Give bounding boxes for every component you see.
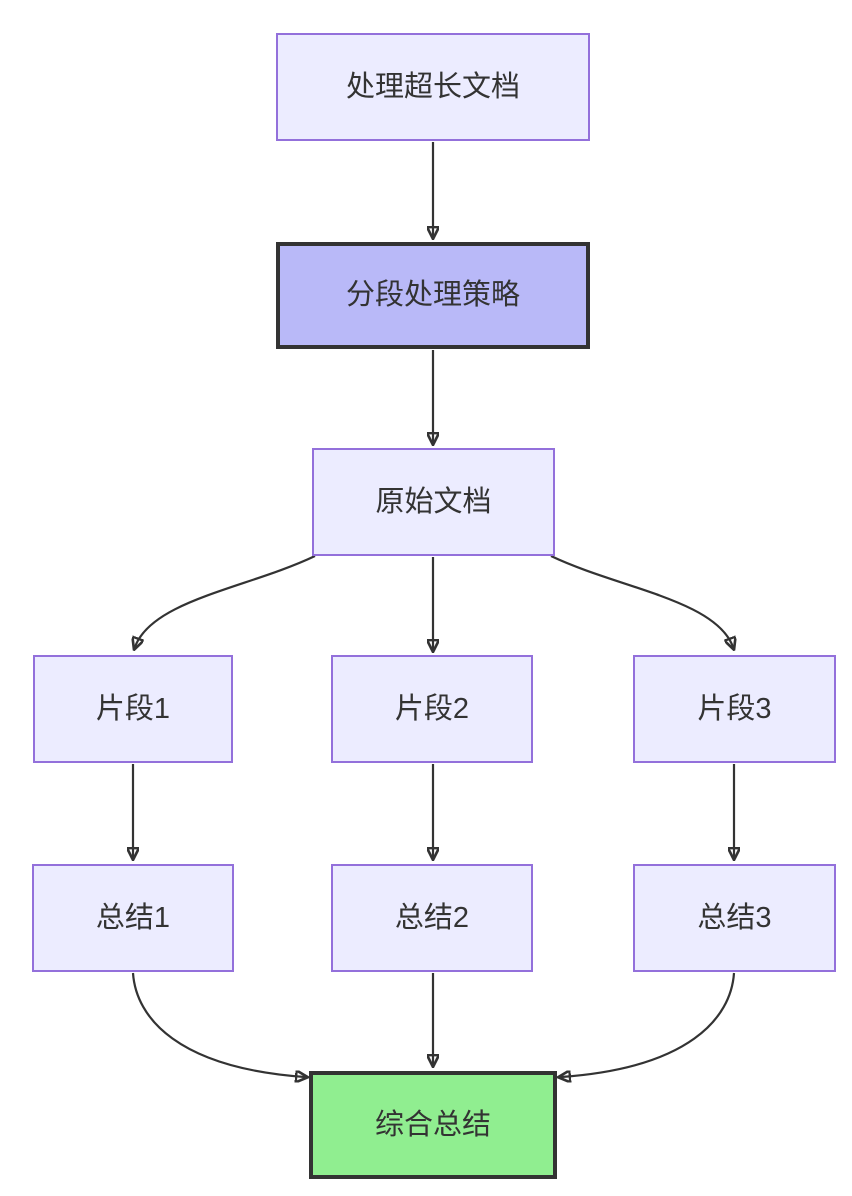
node-label: 分段处理策略 [345, 279, 520, 312]
node-process-long-doc: 处理超长文档 [276, 33, 590, 141]
node-label: 总结2 [394, 901, 470, 934]
edge-G-J [131, 972, 305, 1077]
node-segment-2: 片段2 [331, 655, 533, 763]
node-label: 片段3 [697, 692, 772, 725]
node-label: 总结1 [95, 901, 171, 934]
edge-C-F [550, 555, 733, 647]
node-segmentation-strategy: 分段处理策略 [276, 242, 590, 349]
node-label: 原始文档 [375, 485, 492, 518]
node-label: 总结3 [697, 901, 772, 934]
edge-I-J [561, 972, 736, 1077]
node-summary-3: 总结3 [633, 864, 836, 972]
edge-C-D [135, 555, 316, 647]
node-label: 综合总结 [374, 1108, 491, 1141]
node-label: 片段1 [95, 692, 171, 725]
node-segment-3: 片段3 [633, 655, 836, 763]
node-summary-1: 总结1 [32, 864, 234, 972]
node-original-doc: 原始文档 [312, 448, 555, 556]
node-final-summary: 综合总结 [309, 1071, 557, 1179]
node-label: 片段2 [394, 692, 470, 725]
node-segment-1: 片段1 [33, 655, 233, 763]
node-summary-2: 总结2 [331, 864, 533, 972]
node-label: 处理超长文档 [345, 70, 520, 103]
